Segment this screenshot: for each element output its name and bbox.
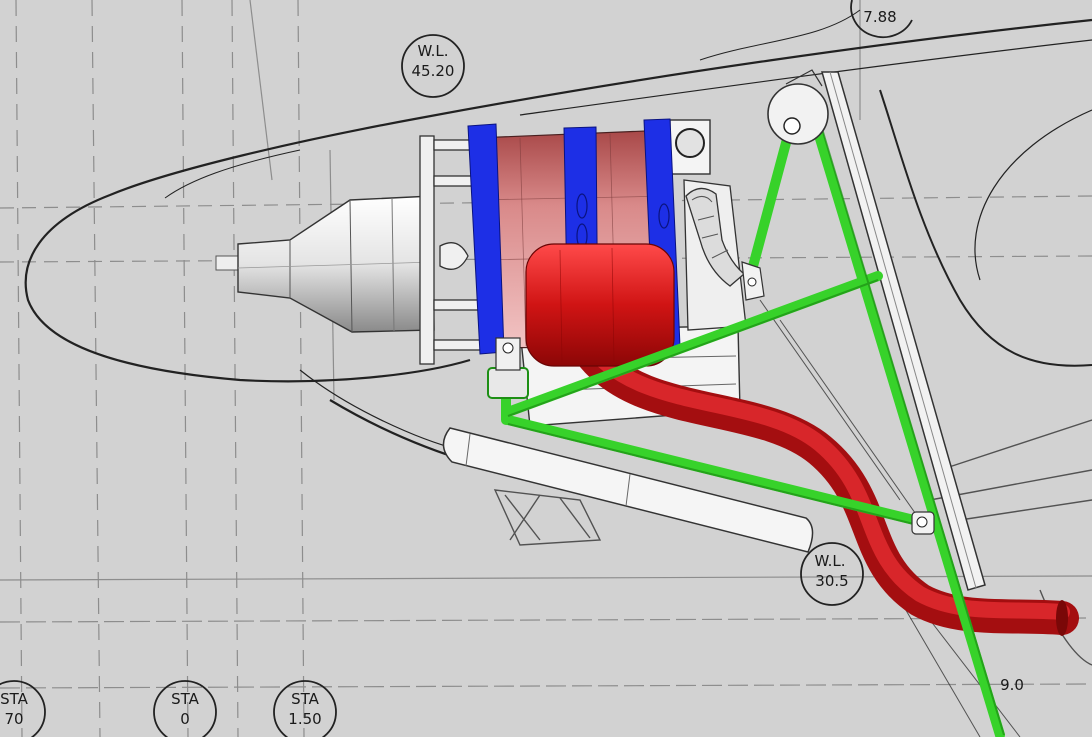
sta3-line2: 1.50 — [288, 710, 321, 728]
label-sta-2: STA 0 — [153, 680, 217, 737]
label-top-right: 7.88 — [850, 0, 913, 39]
exhaust-outlet — [1056, 600, 1068, 636]
right-mount-joint — [911, 511, 935, 535]
firewall-frame — [821, 71, 986, 591]
label-bottom-right: 9.0 — [1000, 676, 1024, 694]
intake-plenum-tank — [525, 243, 675, 367]
label-sta-3: STA 1.50 — [273, 680, 337, 737]
fuselage-outline — [24, 9, 1092, 464]
wl-low-line2: 30.5 — [815, 572, 848, 590]
wl-top-line2: 45.20 — [412, 62, 455, 80]
gearbox-frame — [419, 135, 485, 365]
lower-structure-lines — [493, 299, 1092, 737]
label-wl-low: W.L. 30.5 — [800, 542, 864, 606]
sta2-line1: STA — [171, 690, 200, 708]
sta1-line2: 70 — [4, 710, 23, 728]
sta3-line1: STA — [291, 690, 320, 708]
engine-mount-tubes-shade — [507, 121, 1005, 736]
sta2-line2: 0 — [180, 710, 190, 728]
exhaust-pipe-highlight — [582, 338, 1070, 620]
lower-radiator-tube — [442, 427, 814, 553]
label-wl-top: W.L. 45.20 — [401, 34, 465, 98]
label-sta-1: STA 70 — [0, 680, 46, 737]
mid-mount-joint — [741, 261, 765, 301]
upper-mount-bracket — [767, 69, 829, 145]
wl-low-line1: W.L. — [814, 552, 845, 570]
sta1-line1: STA — [0, 690, 29, 708]
intake-duct — [685, 187, 745, 287]
wl-top-line1: W.L. — [417, 42, 448, 60]
bottom-right-value: 9.0 — [1000, 676, 1024, 694]
lower-mount-joint — [487, 337, 529, 399]
top-right-value: 7.88 — [863, 8, 896, 26]
